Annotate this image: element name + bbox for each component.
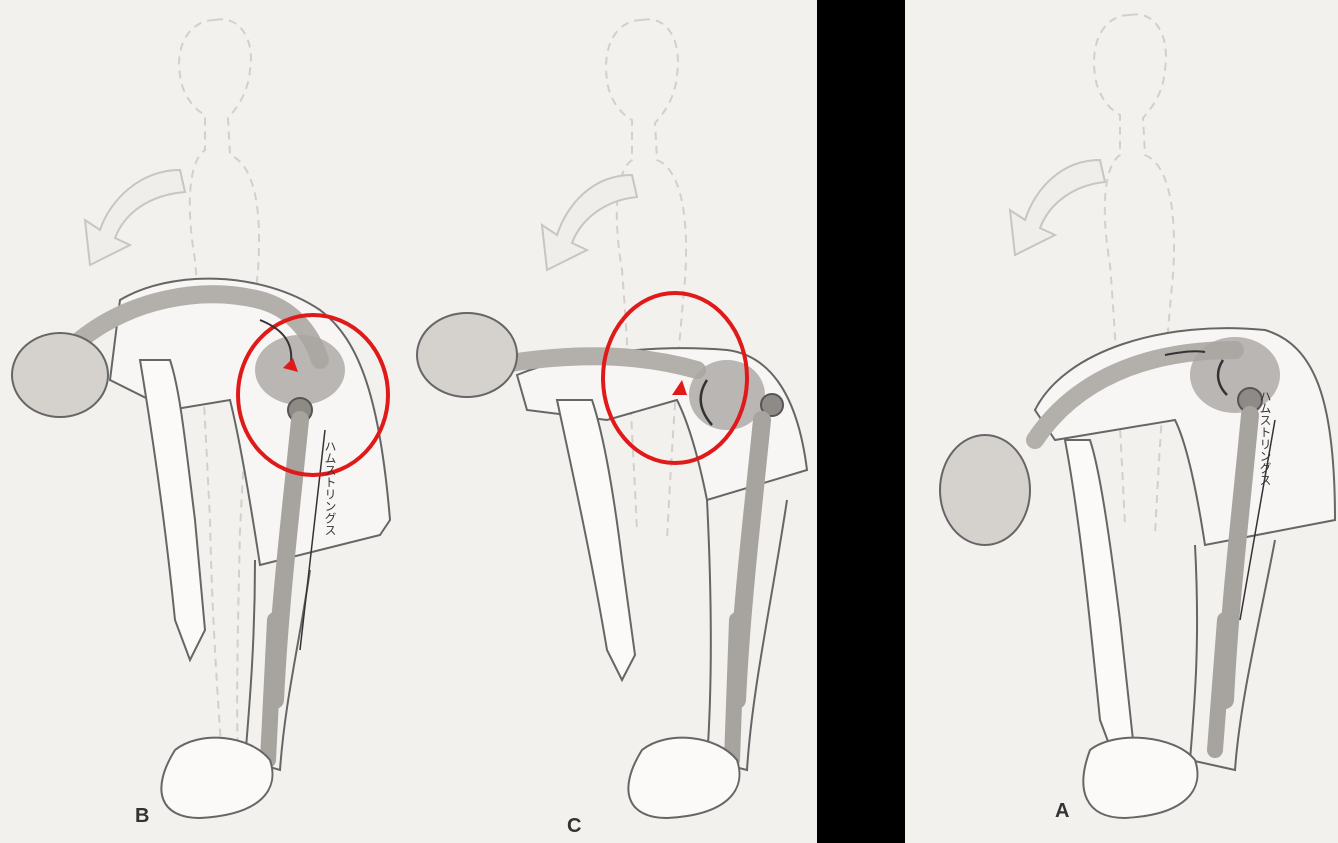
figure-label-b: B — [135, 805, 149, 828]
panel-figure-b: ハムストリングス B — [0, 0, 407, 843]
tibia — [732, 620, 737, 760]
head — [12, 333, 108, 417]
bend-direction-arrow — [85, 170, 185, 265]
figure-label-a: A — [1055, 800, 1069, 823]
head — [940, 435, 1030, 545]
tibia — [268, 620, 275, 760]
divider-bar — [817, 0, 905, 843]
pelvis — [255, 335, 345, 405]
feet — [628, 738, 739, 818]
panel-figure-a: ハムストリングス A — [905, 0, 1338, 843]
ghost-standing-figure — [1094, 14, 1174, 535]
feet — [161, 738, 272, 818]
feet — [1083, 738, 1197, 818]
bend-direction-arrow — [542, 175, 637, 270]
head — [417, 313, 517, 397]
figure-label-c: C — [567, 815, 581, 838]
figure-b-illustration — [0, 0, 407, 843]
panel-figure-c: C — [407, 0, 817, 843]
figure-c-illustration — [407, 0, 817, 843]
arm — [557, 400, 635, 680]
bend-direction-arrow — [1010, 160, 1105, 255]
tibia — [1215, 620, 1225, 750]
hamstrings-label: ハムストリングス — [322, 440, 339, 536]
hamstrings-label: ハムストリングス — [1257, 390, 1274, 486]
